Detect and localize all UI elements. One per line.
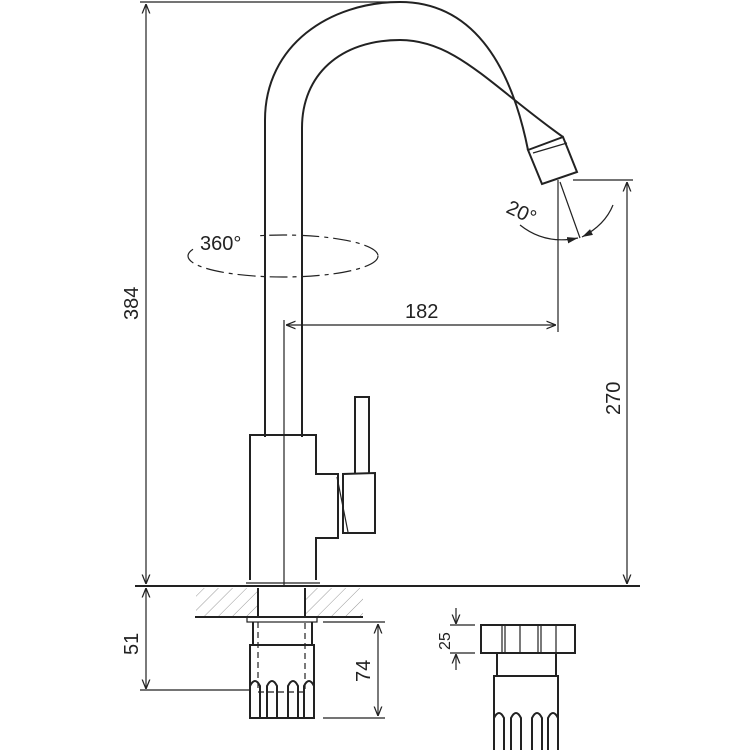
nozzle — [526, 135, 579, 186]
dimension-total-height: 384 — [121, 1, 400, 584]
dimension-label-74: 74 — [353, 660, 375, 682]
faucet-body — [246, 396, 376, 584]
dimension-under-counter: 51 — [121, 588, 250, 691]
dimension-label-51: 51 — [121, 633, 143, 655]
dimension-nut-height: 25 — [437, 608, 475, 670]
dimension-label-384: 384 — [121, 287, 143, 320]
rotation-indicator: 360° — [187, 228, 379, 278]
dimension-spout-height: 270 — [573, 179, 633, 584]
dimension-label-270: 270 — [603, 382, 625, 415]
nut-detail — [480, 624, 576, 750]
tilt-angle-label: 20° — [503, 197, 540, 230]
fixing-shank — [246, 616, 318, 719]
lever-handle — [354, 396, 370, 473]
countertop-section — [135, 585, 640, 618]
dimension-label-25: 25 — [437, 632, 454, 650]
rotation-angle-label: 360° — [200, 233, 241, 255]
dimension-spout-reach: 182 — [286, 180, 559, 332]
dimension-shank-length: 74 — [323, 621, 385, 719]
dimension-label-182: 182 — [405, 301, 438, 323]
